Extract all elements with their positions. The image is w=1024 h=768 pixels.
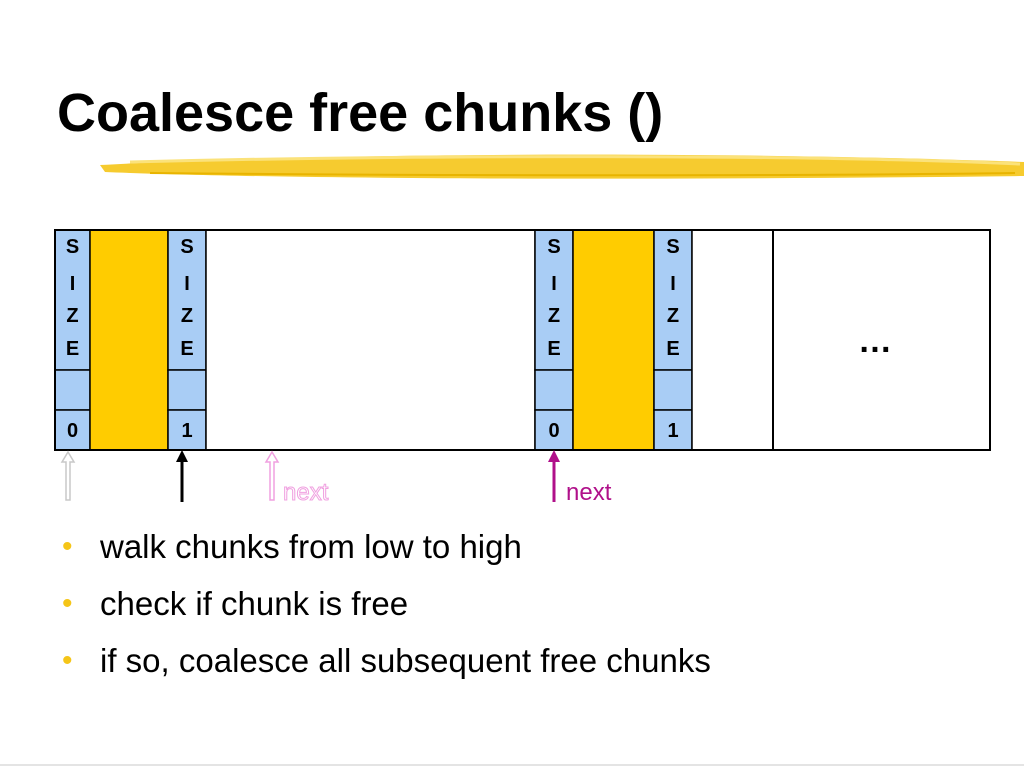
bullet-icon: •	[62, 530, 73, 563]
active-next-label: next	[566, 479, 612, 506]
current-pointer-arrow	[176, 450, 188, 502]
size-letter: I	[70, 273, 76, 295]
size-letter: I	[184, 273, 190, 295]
heap-diagram: S I Z E 0 S I Z E 1 S I Z E 0 S I Z E 1	[54, 229, 991, 507]
free-flag: 1	[667, 420, 678, 442]
size-letter: S	[547, 236, 560, 258]
chunk-header-4: S I Z E 1	[653, 229, 693, 451]
ellipsis: …	[858, 322, 892, 360]
size-letter: Z	[667, 305, 679, 327]
size-letter: E	[666, 338, 679, 360]
faded-next-label: next	[283, 479, 329, 506]
chunk-header-3: S I Z E 0	[534, 229, 574, 451]
chunk-payload-1	[89, 229, 169, 451]
title-highlight-stroke	[100, 154, 1024, 179]
chunk-header-2: S I Z E 1	[167, 229, 207, 451]
size-letter: E	[547, 338, 560, 360]
heap-remainder	[772, 229, 991, 451]
page-title: Coalesce free chunks ()	[57, 83, 664, 143]
free-flag: 0	[67, 420, 78, 442]
size-letter: I	[670, 273, 676, 295]
faded-pointer-arrow	[60, 450, 76, 501]
bullet-icon: •	[62, 644, 73, 677]
chunk-payload-4	[691, 229, 774, 451]
active-next-arrow	[548, 450, 560, 502]
chunk-payload-3	[572, 229, 655, 451]
bullet-icon: •	[62, 587, 73, 620]
size-letter: S	[180, 236, 193, 258]
size-letter: S	[666, 236, 679, 258]
size-letter: E	[66, 338, 79, 360]
faded-next-arrow	[264, 450, 280, 501]
size-letter: Z	[181, 305, 193, 327]
chunk-header-1: S I Z E 0	[54, 229, 91, 451]
free-flag: 1	[181, 420, 192, 442]
list-item: •check if chunk is free	[62, 579, 711, 636]
free-flag: 0	[548, 420, 559, 442]
size-letter: E	[180, 338, 193, 360]
chunk-payload-2	[205, 229, 536, 451]
size-letter: S	[66, 236, 79, 258]
size-letter: Z	[548, 305, 560, 327]
list-item: •if so, coalesce all subsequent free chu…	[62, 636, 711, 693]
size-letter: Z	[66, 305, 78, 327]
bullet-list: •walk chunks from low to high •check if …	[62, 522, 711, 693]
list-item: •walk chunks from low to high	[62, 522, 711, 579]
slide-bottom-rule	[0, 764, 1024, 766]
size-letter: I	[551, 273, 557, 295]
